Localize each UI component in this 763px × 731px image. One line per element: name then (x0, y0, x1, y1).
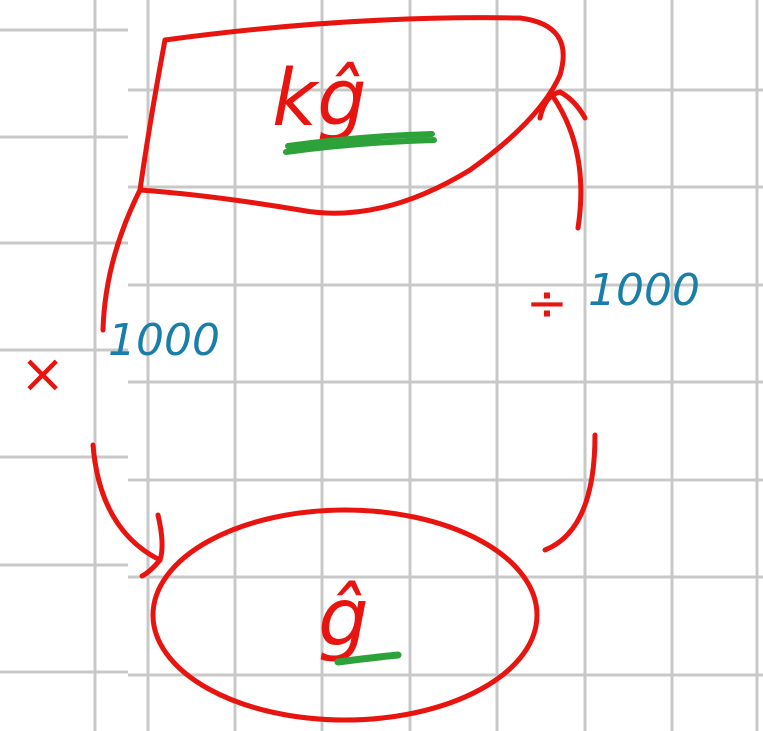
right-arrow (537, 89, 598, 553)
top-node-label: kĝ (272, 54, 367, 144)
left-arrow (90, 187, 165, 579)
bottom-node-underline (334, 651, 402, 666)
bottom-node-outline (150, 507, 540, 723)
top-node-underline (283, 131, 437, 155)
right-edge-annotation: ÷ 1000 (526, 265, 700, 332)
left-edge-operator: × (20, 342, 65, 405)
bottom-node: ĝ (150, 507, 540, 723)
right-edge-amount: 1000 (588, 265, 700, 316)
bottom-node-label: ĝ (318, 571, 369, 664)
top-node: kĝ (137, 15, 566, 216)
right-edge-operator: ÷ (526, 274, 568, 332)
left-edge-amount: 1000 (108, 315, 220, 366)
left-edge-annotation: × 1000 (20, 315, 220, 405)
